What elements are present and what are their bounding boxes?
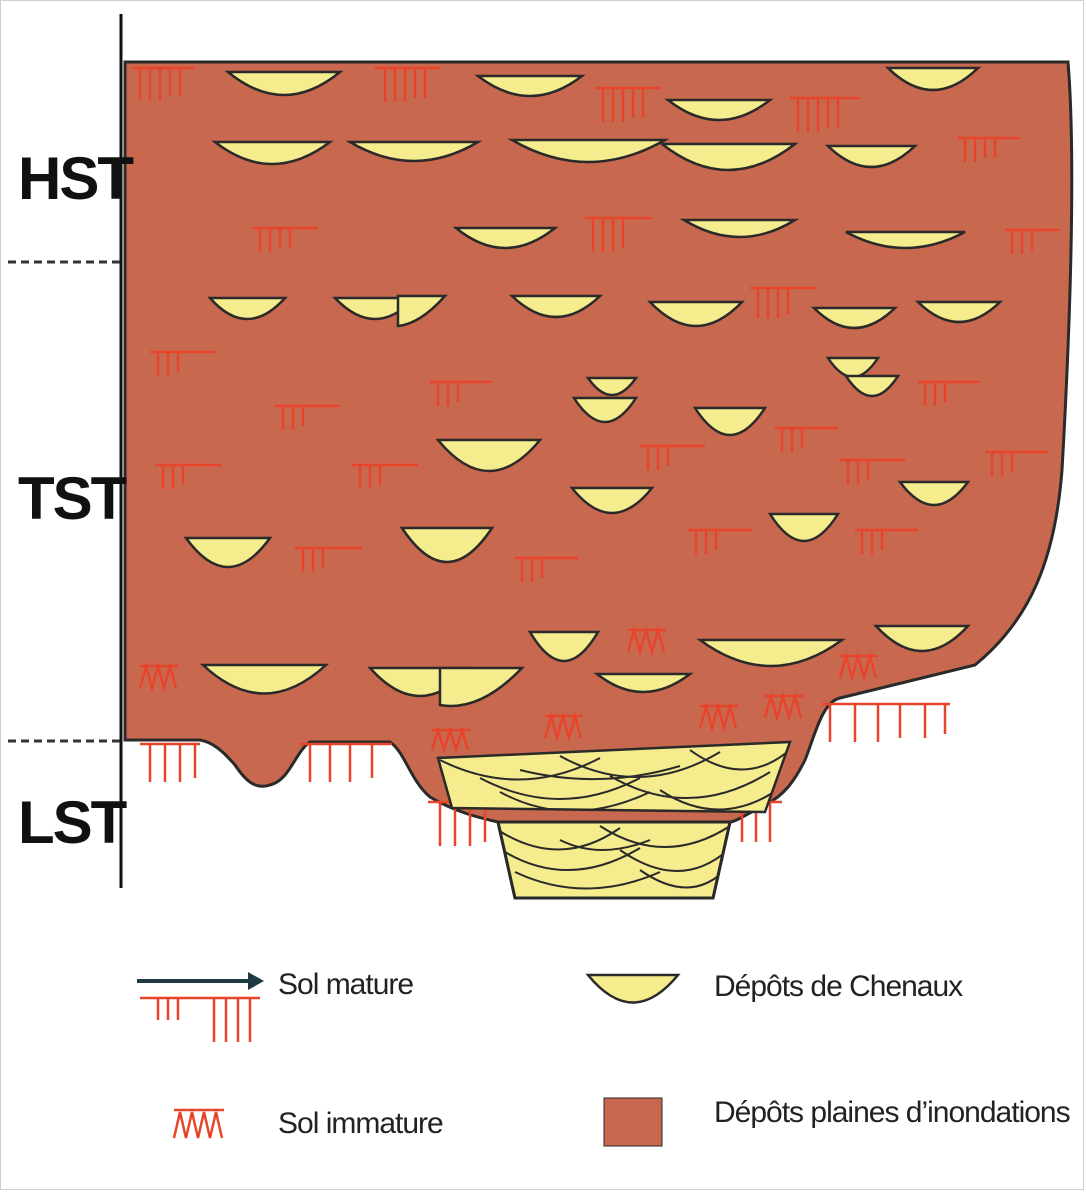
legend-label-floodplain-deposits: Dépôts plaines d’inondations bbox=[714, 1096, 1070, 1130]
legend-channel-symbol bbox=[588, 975, 678, 1003]
legend-label-mature-soil: Sol mature bbox=[278, 968, 413, 1002]
legend-immature-soil-symbol bbox=[174, 1110, 224, 1138]
legend-label-immature-soil: Sol immature bbox=[278, 1107, 443, 1141]
stage-label-lst: LST bbox=[18, 788, 118, 857]
mature-soil-mark bbox=[140, 744, 200, 782]
stage-label-hst: HST bbox=[18, 144, 118, 213]
mature-soil-mark bbox=[300, 744, 392, 782]
stage-label-tst: TST bbox=[18, 464, 118, 533]
legend-mature-soil-symbol bbox=[137, 972, 264, 1042]
legend-floodplain-symbol bbox=[604, 1098, 662, 1146]
legend-label-channel-deposits: Dépôts de Chenaux bbox=[714, 970, 962, 1004]
mature-soil-mark bbox=[822, 704, 950, 742]
